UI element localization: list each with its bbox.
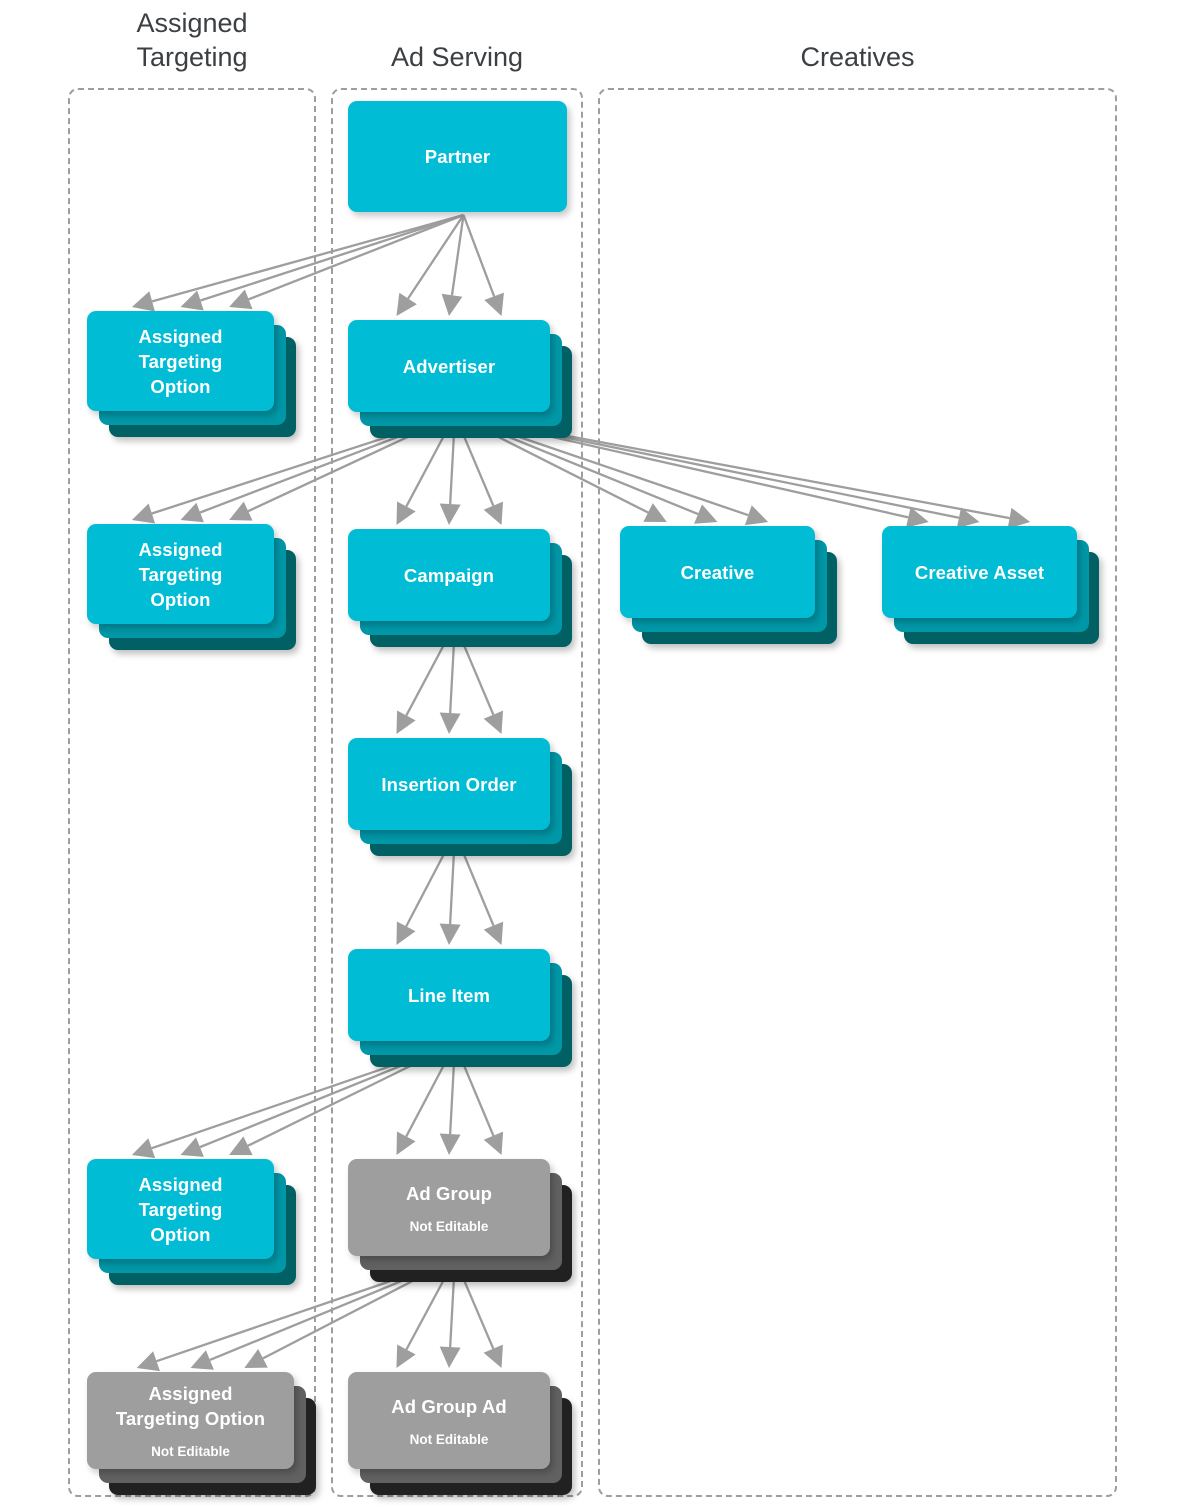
node-card-ad-group-ad[interactable]: Ad Group Ad Not Editable <box>348 1372 550 1469</box>
node-card-creative[interactable]: Creative <box>620 526 815 618</box>
node-ato-advertiser[interactable]: Assigned Targeting Option <box>87 524 300 654</box>
column-header-ad-serving: Ad Serving <box>390 42 524 72</box>
group-box-creatives <box>598 88 1117 1497</box>
node-line-item[interactable]: Line Item <box>348 949 576 1071</box>
edge-partner-to-ato-partner-3 <box>229 213 464 310</box>
edge-partner-to-advertiser-1 <box>396 214 465 316</box>
node-title: Ad Group Ad <box>391 1395 507 1417</box>
node-card-creative-asset[interactable]: Creative Asset <box>882 526 1077 618</box>
node-title: Assigned Targeting Option <box>138 538 223 610</box>
node-title: Creative <box>680 561 755 583</box>
node-card-ato-advertiser[interactable]: Assigned Targeting Option <box>87 524 274 624</box>
node-card-advertiser[interactable]: Advertiser <box>348 320 550 412</box>
node-title: Line Item <box>407 984 491 1006</box>
node-creative-asset[interactable]: Creative Asset <box>882 526 1103 648</box>
node-ato-partner[interactable]: Assigned Targeting Option <box>87 311 300 441</box>
edge-partner-to-ato-partner-1 <box>131 213 464 312</box>
node-title: Campaign <box>403 564 495 586</box>
node-title: Partner <box>424 146 491 167</box>
group-box-ad-serving <box>331 88 583 1497</box>
node-card-campaign[interactable]: Campaign <box>348 529 550 621</box>
node-title: Advertiser <box>402 355 496 377</box>
node-ato-line-item[interactable]: Assigned Targeting Option <box>87 1159 300 1289</box>
node-partner[interactable]: Partner <box>348 101 593 242</box>
node-card-ato-line-item[interactable]: Assigned Targeting Option <box>87 1159 274 1259</box>
edge-partner-to-advertiser-2 <box>441 214 465 316</box>
node-creative[interactable]: Creative <box>620 526 841 648</box>
node-title: Assigned Targeting Option <box>115 1383 266 1429</box>
node-card-ato-partner[interactable]: Assigned Targeting Option <box>87 311 274 411</box>
node-card-line-item[interactable]: Line Item <box>348 949 550 1041</box>
node-title: Assigned Targeting Option <box>138 1173 223 1245</box>
column-header-creatives: Creatives <box>800 42 915 72</box>
column-header-assigned-targeting: Assigned Targeting <box>136 8 248 72</box>
node-campaign[interactable]: Campaign <box>348 529 576 651</box>
node-title: Ad Group <box>405 1182 493 1204</box>
group-box-assigned-targeting <box>68 88 316 1497</box>
node-card-insertion-order[interactable]: Insertion Order <box>348 738 550 830</box>
node-advertiser[interactable]: Advertiser <box>348 320 576 442</box>
edge-partner-to-advertiser-3 <box>462 214 504 316</box>
node-ad-group-ad[interactable]: Ad Group Ad Not Editable <box>348 1372 576 1499</box>
node-sublabel-not-editable: Not Editable <box>409 1218 489 1234</box>
node-insertion-order[interactable]: Insertion Order <box>348 738 576 860</box>
node-sublabel-not-editable: Not Editable <box>151 1444 230 1459</box>
node-sublabel-not-editable: Not Editable <box>409 1431 489 1447</box>
node-title: Insertion Order <box>381 773 517 795</box>
node-title: Creative Asset <box>914 561 1045 583</box>
node-card-partner[interactable]: Partner <box>348 101 567 212</box>
node-title: Assigned Targeting Option <box>138 325 223 397</box>
